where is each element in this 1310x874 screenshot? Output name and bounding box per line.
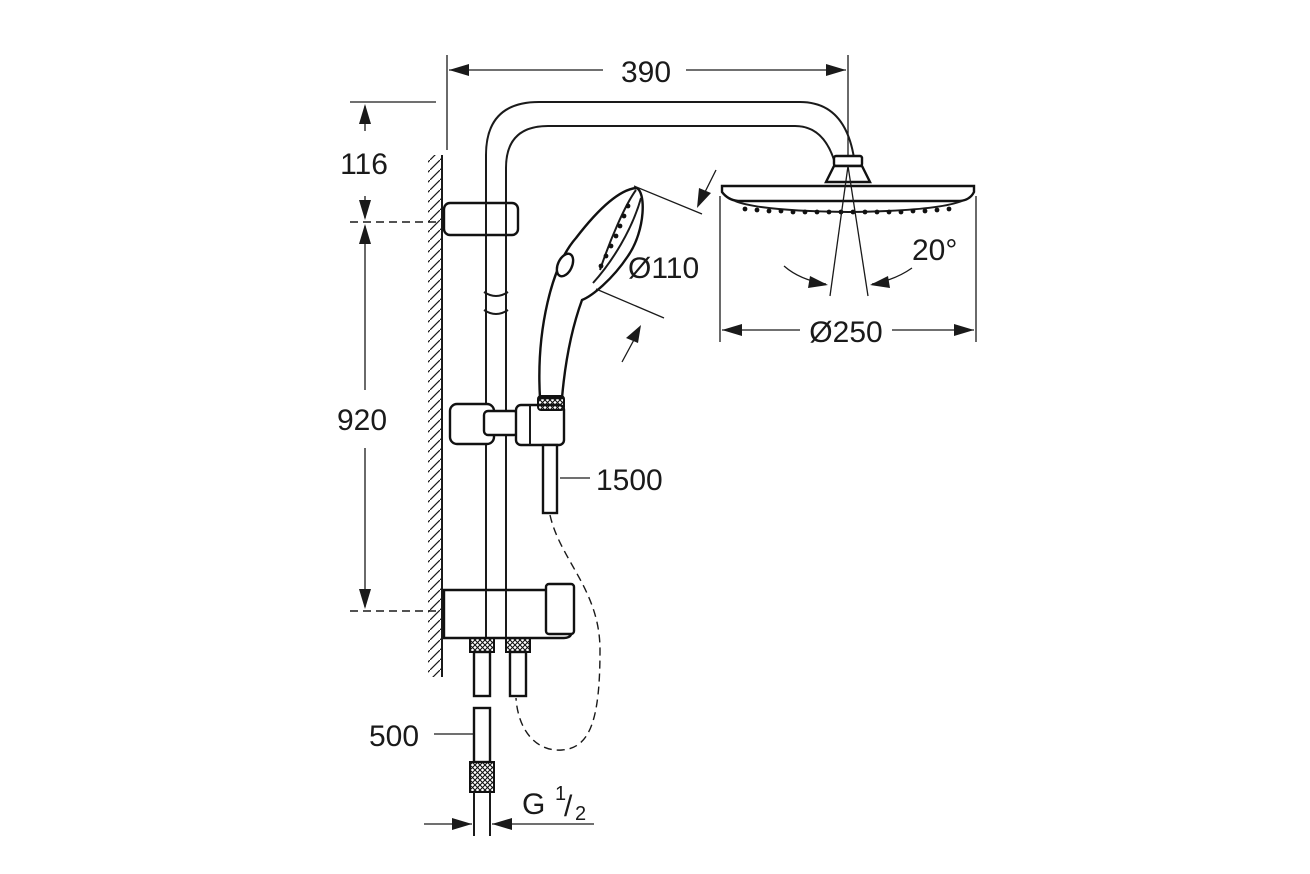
- dimension-hand-shower: Ø110: [595, 169, 717, 363]
- dimension-top-offset-label: 116: [340, 148, 388, 181]
- head-shower: [720, 154, 976, 215]
- dimension-heights: 116 920: [337, 101, 440, 612]
- diverter-body: [442, 582, 576, 640]
- hand-shower-nut: [537, 395, 565, 411]
- shower-hose: 1500: [515, 443, 663, 751]
- dimension-connection-hose: 500: [369, 720, 474, 753]
- dimension-tilt-angle-label: 20°: [912, 234, 957, 267]
- dimension-width-label: 390: [621, 56, 671, 89]
- dimension-thread: G 1 / 2: [424, 783, 594, 830]
- dimension-hose-label: 1500: [596, 464, 663, 497]
- dimension-hand-shower-label: Ø110: [628, 252, 699, 285]
- dimension-connection-hose-label: 500: [369, 720, 419, 753]
- dimension-head-shower-label: Ø250: [809, 316, 882, 349]
- dimension-thread-denominator: 2: [575, 803, 586, 825]
- dimension-thread-separator: /: [564, 790, 573, 823]
- dimension-tilt-angle: 20°: [783, 165, 957, 297]
- hand-shower: [537, 186, 644, 411]
- dimension-rail-length-label: 920: [337, 404, 387, 437]
- dimension-head-shower: Ø250: [719, 196, 977, 349]
- bottom-connections: [469, 637, 531, 836]
- dimension-thread-numerator: 1: [555, 783, 566, 805]
- top-wall-bracket: [442, 201, 520, 237]
- dimension-thread-prefix: G: [522, 788, 545, 821]
- connection-nut: [469, 761, 495, 793]
- dimension-width: 390: [446, 55, 849, 160]
- wall: [428, 155, 443, 677]
- shower-arm: [485, 101, 855, 222]
